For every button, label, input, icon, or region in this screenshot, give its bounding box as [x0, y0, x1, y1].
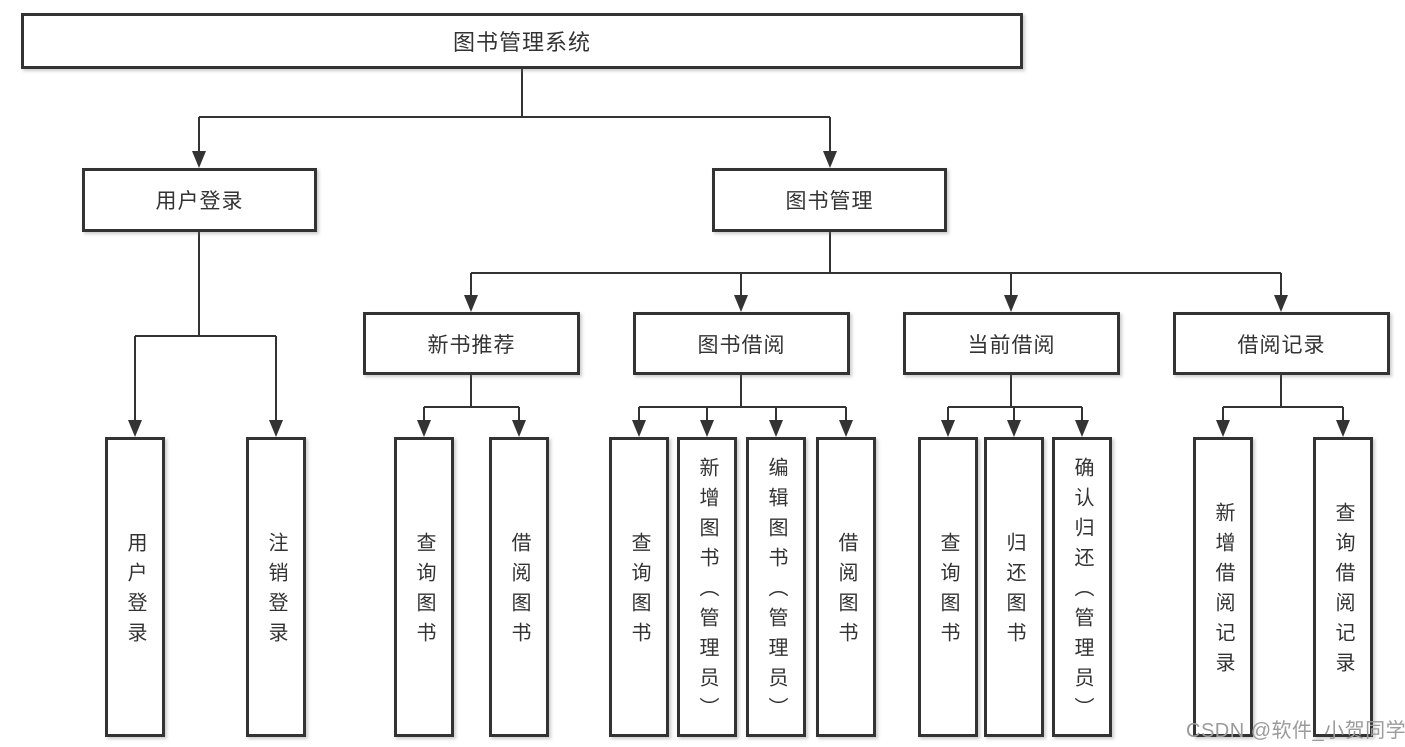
node-book-borrowing: 图书借阅	[633, 312, 850, 375]
leaf-add-borrow-record: 新增借阅记录	[1193, 437, 1253, 737]
leaf-user-login: 用户登录	[105, 437, 165, 737]
leaf-return-books: 归还图书	[984, 437, 1044, 737]
leaf-query-books-2: 查询图书	[609, 437, 669, 737]
leaf-query-borrow-record: 查询借阅记录	[1313, 437, 1373, 737]
arrowheads	[128, 151, 1350, 437]
node-user-login: 用户登录	[82, 168, 317, 232]
leaf-logout: 注销登录	[246, 437, 306, 737]
node-book-management: 图书管理	[712, 168, 947, 232]
leaf-query-books-1: 查询图书	[394, 437, 454, 737]
leaf-confirm-return-admin: 确认归还（管理员）	[1052, 437, 1112, 737]
node-current-borrowing: 当前借阅	[903, 312, 1120, 375]
node-borrowing-records: 借阅记录	[1173, 312, 1390, 375]
node-new-book-recommendation: 新书推荐	[363, 312, 580, 375]
leaf-add-books-admin: 新增图书（管理员）	[677, 437, 737, 737]
leaf-edit-books-admin: 编辑图书（管理员）	[746, 437, 806, 737]
leaf-query-books-3: 查询图书	[918, 437, 978, 737]
node-library-management-system: 图书管理系统	[21, 13, 1023, 69]
leaf-borrow-books-2: 借阅图书	[816, 437, 876, 737]
csdn-watermark: CSDN @软件_小贺同学	[1186, 720, 1405, 742]
leaf-borrow-books-1: 借阅图书	[489, 437, 549, 737]
